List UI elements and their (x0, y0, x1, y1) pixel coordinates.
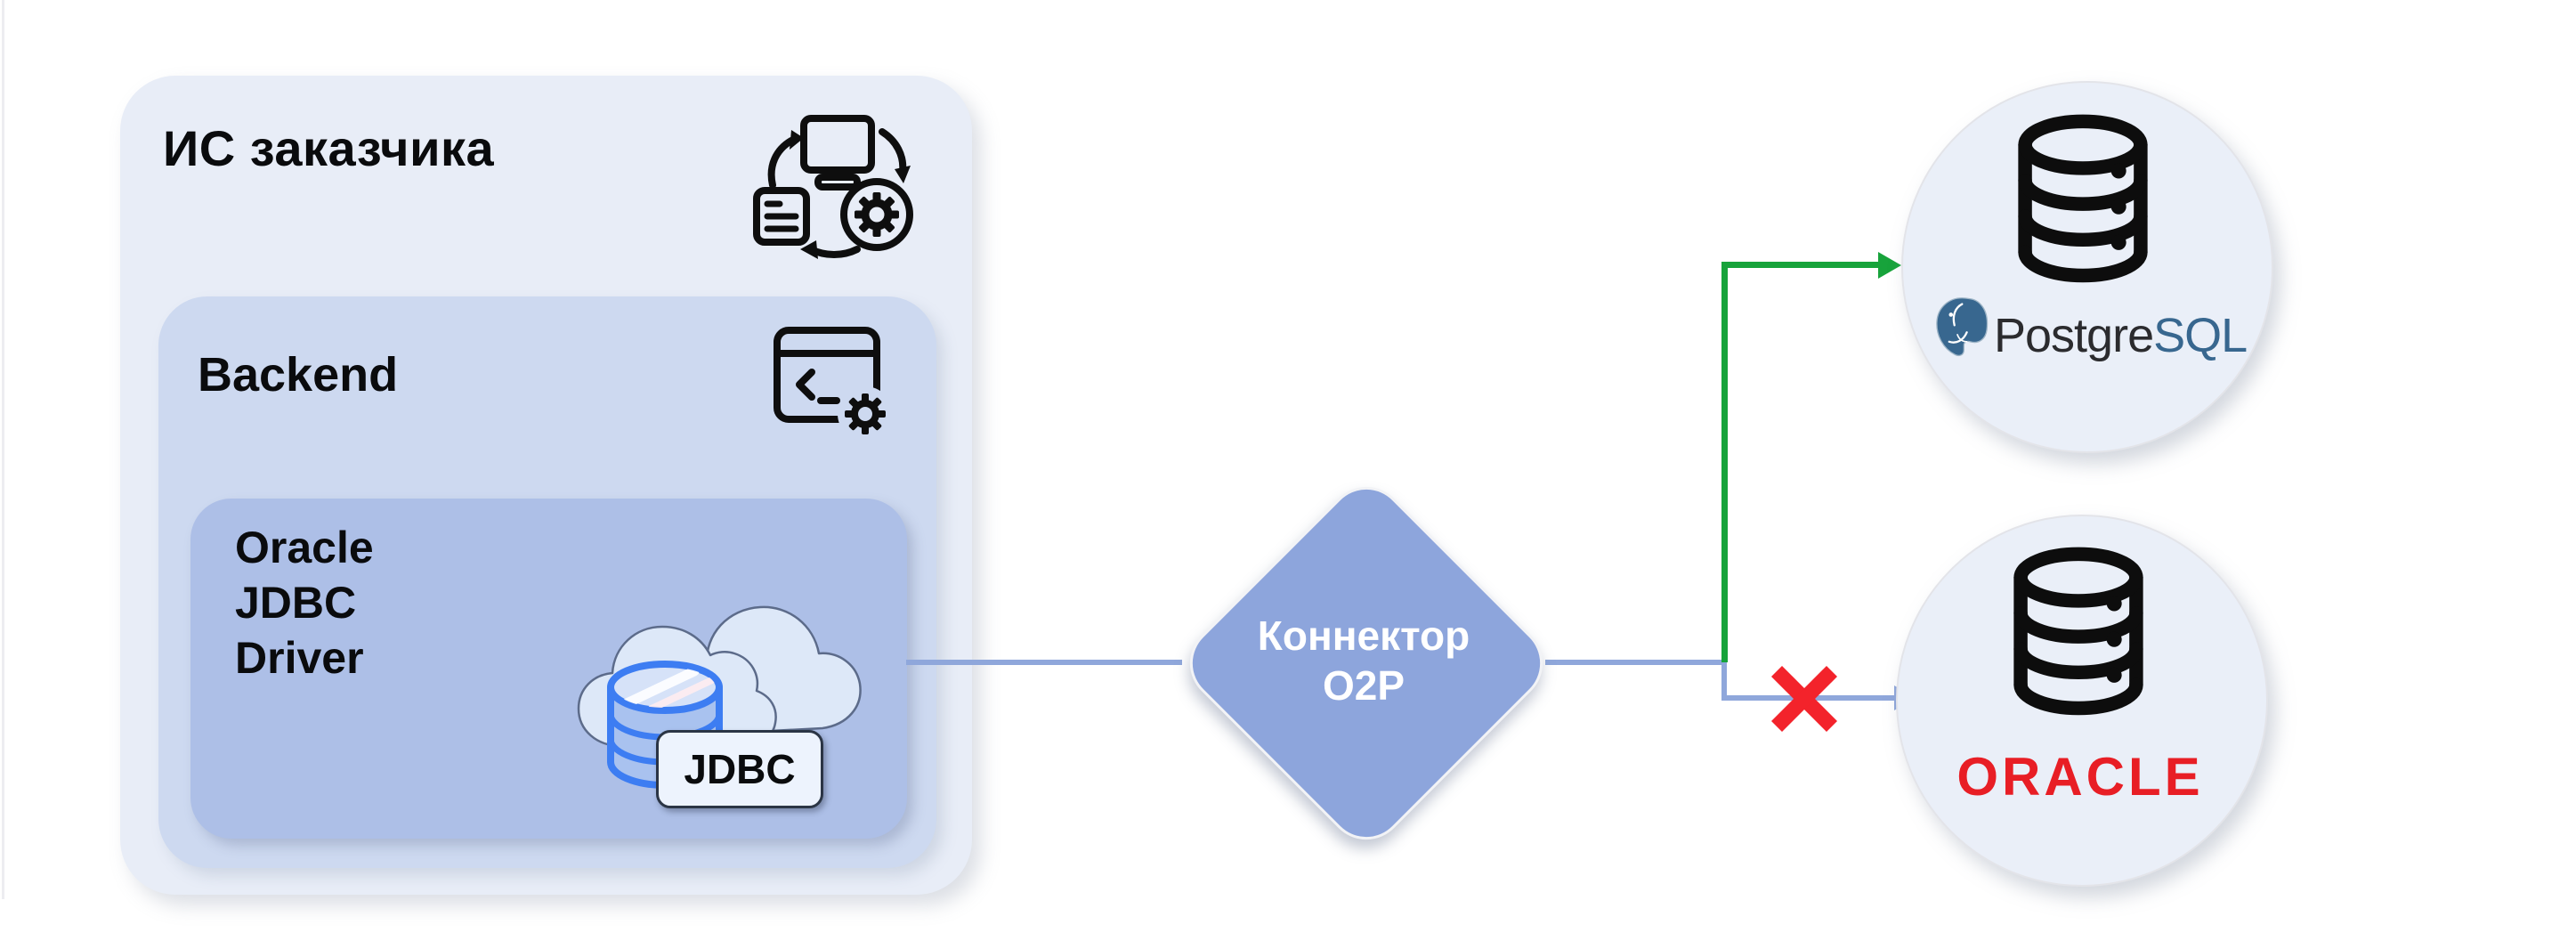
postgresql-wordmark: PostgreSQL (1994, 309, 2248, 362)
connector-line-diamond-to-junction (1545, 660, 1727, 665)
terminal-window-gear-icon (773, 326, 902, 453)
jdbc-badge: JDBC (656, 730, 823, 808)
oracle-wordmark: ORACLE (1956, 747, 2204, 807)
monitor-icon (800, 115, 875, 174)
blocked-cross-icon (1767, 661, 1842, 741)
jdbc-badge-label: JDBC (684, 746, 796, 792)
customer-system-title: ИС заказчика (163, 120, 495, 176)
gear-circle-icon (840, 178, 913, 251)
postgresql-elephant-icon (1932, 296, 1990, 362)
oracle-database-icon (2003, 541, 2154, 728)
green-arrowhead-icon (1878, 252, 1901, 279)
gear-icon (851, 400, 879, 428)
backend-title: Backend (198, 348, 399, 402)
document-icon (753, 187, 810, 246)
connector-o2p-label: Коннектор O2P (1257, 612, 1470, 709)
oracle-jdbc-driver-title: Oracle JDBC Driver (235, 523, 374, 683)
system-sync-cycle-icon (752, 114, 921, 270)
connector-line-driver-to-diamond (906, 660, 1182, 665)
oracle-node-circle (1896, 515, 2268, 887)
connector-line-jog (1721, 662, 1727, 701)
green-line-to-postgresql (1721, 262, 1880, 268)
page-edge-line (2, 0, 4, 899)
postgresql-database-icon (2007, 109, 2159, 296)
code-prompt-icon (796, 369, 815, 401)
green-line-vertical (1721, 264, 1728, 662)
postgresql-node-circle (1901, 81, 2273, 453)
